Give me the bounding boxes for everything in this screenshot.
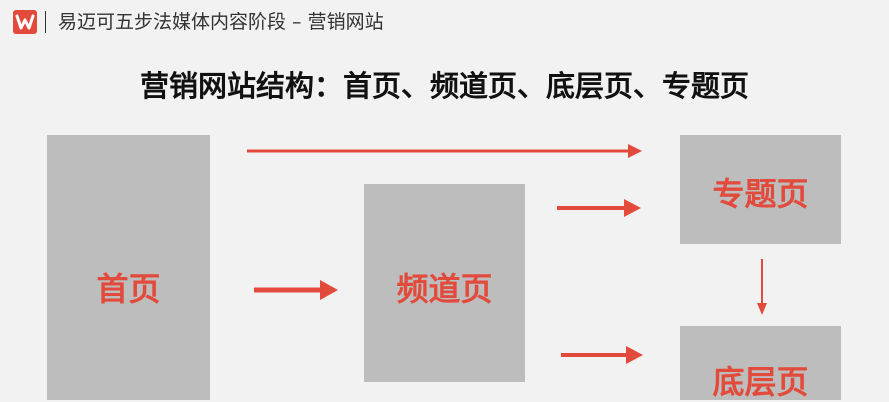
header-divider	[45, 11, 46, 33]
channel-page-label: 频道页	[396, 270, 493, 308]
arrow-home-to-topic	[247, 144, 642, 158]
w-logo-glyph	[15, 14, 35, 30]
home-page-label: 首页	[96, 270, 161, 308]
topic-page-label: 专题页	[712, 175, 809, 213]
topic-page-box: 专题页	[680, 135, 841, 244]
header-title: 易迈可五步法媒体内容阶段 – 营销网站	[58, 11, 384, 33]
arrow-home-to-channel	[254, 280, 338, 300]
channel-page-box: 频道页	[364, 184, 525, 382]
logo-icon	[13, 10, 37, 34]
arrow-topic-to-bottom	[757, 259, 767, 315]
header-bar: 易迈可五步法媒体内容阶段 – 营销网站	[0, 0, 889, 44]
page-title: 营销网站结构：首页、频道页、底层页、专题页	[139, 69, 749, 103]
bottom-page-box: 底层页	[680, 326, 841, 401]
bottom-page-label: 底层页	[712, 363, 809, 401]
arrow-channel-to-topic	[557, 199, 641, 217]
arrow-channel-to-bottom	[561, 346, 643, 364]
home-page-box: 首页	[47, 135, 210, 400]
